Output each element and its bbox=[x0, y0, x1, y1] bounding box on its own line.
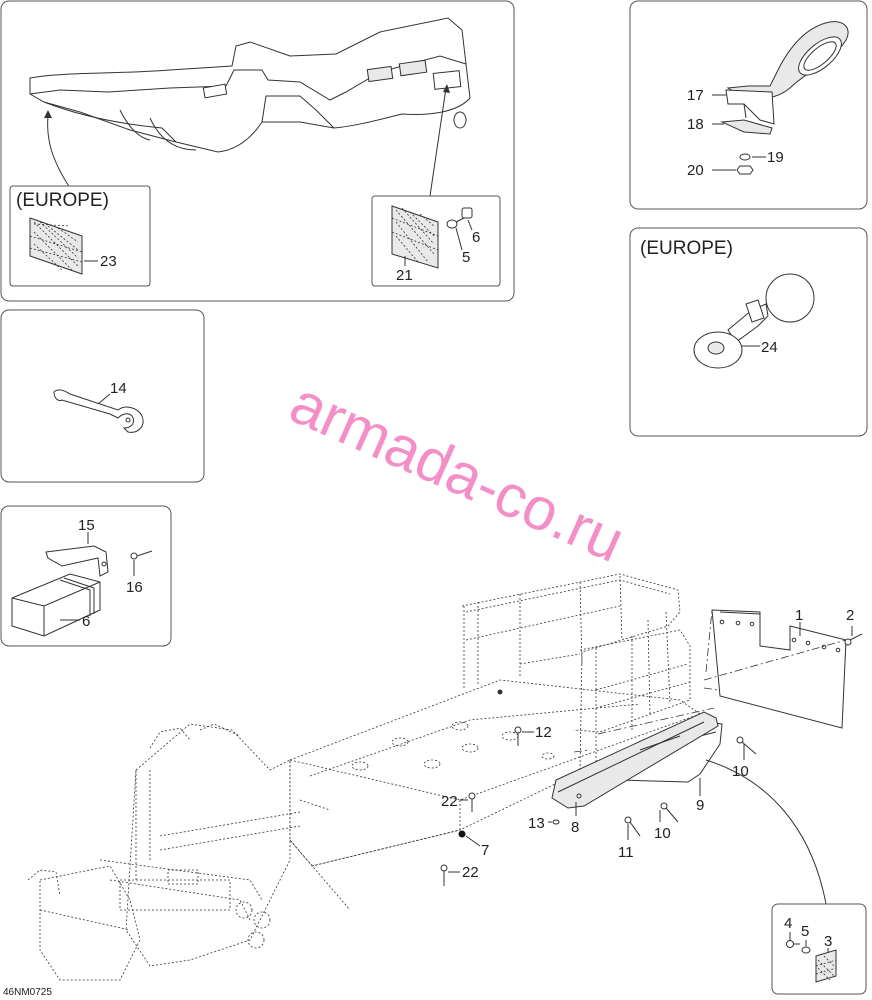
callout-6-top: 6 bbox=[472, 229, 480, 246]
washer-5-rear bbox=[801, 946, 811, 954]
diagram-code: 46NM0725 bbox=[3, 987, 52, 998]
callout-23: 23 bbox=[100, 253, 117, 270]
panel-europe-horn: (EUROPE) 24 bbox=[629, 227, 868, 437]
front-frame bbox=[27, 723, 461, 981]
callout-22-b: 22 bbox=[462, 864, 479, 881]
plug-7 bbox=[458, 830, 466, 838]
callout-14: 14 bbox=[110, 380, 127, 397]
callout-11: 11 bbox=[618, 844, 634, 861]
subpanel-side-reflector: 21 6 5 bbox=[371, 195, 501, 287]
washer-5-top bbox=[446, 219, 458, 229]
europe-label-right: (EUROPE) bbox=[640, 238, 733, 259]
rivet-16 bbox=[130, 550, 153, 560]
rivet-22-b bbox=[440, 864, 448, 886]
rear-panel-1 bbox=[711, 609, 847, 729]
reflector-3 bbox=[815, 949, 837, 983]
reflector-23 bbox=[29, 217, 83, 275]
panel-bracket-bag: 15 16 6 bbox=[0, 505, 172, 647]
europe-label: (EUROPE) bbox=[16, 190, 109, 211]
panel-trailer-reflectors: (EUROPE) 23 21 6 5 bbox=[0, 0, 515, 302]
callout-5-rear: 5 bbox=[801, 923, 809, 940]
rivet-12 bbox=[514, 726, 522, 746]
callout-2: 2 bbox=[846, 607, 854, 624]
screw-4 bbox=[786, 940, 800, 948]
callout-19: 19 bbox=[767, 149, 784, 166]
watermark: armada-co.ru bbox=[281, 369, 634, 575]
callout-24: 24 bbox=[761, 339, 778, 356]
callout-3: 3 bbox=[824, 933, 832, 950]
fender-rail-8 bbox=[551, 711, 719, 809]
rivet-10-a bbox=[736, 736, 757, 755]
callout-4: 4 bbox=[784, 915, 792, 932]
nut-20 bbox=[736, 165, 754, 175]
cargo-rack bbox=[461, 573, 691, 771]
trailer-frame-assembly bbox=[27, 573, 863, 981]
callout-15: 15 bbox=[78, 517, 95, 534]
callout-7: 7 bbox=[481, 842, 489, 859]
panel-rear-reflector: 4 5 3 bbox=[771, 903, 867, 995]
gasket-18 bbox=[720, 119, 773, 135]
panel-wrench: 14 bbox=[0, 309, 205, 483]
panel-mirror: 17 18 19 20 bbox=[629, 0, 868, 210]
callout-6-bag: 6 bbox=[82, 613, 90, 630]
trailer-nose-drawing bbox=[29, 17, 471, 153]
callout-20: 20 bbox=[687, 162, 704, 179]
callout-22-a: 22 bbox=[441, 793, 458, 810]
callout-8: 8 bbox=[571, 819, 579, 836]
callout-10-a: 10 bbox=[732, 763, 749, 780]
horn-24 bbox=[693, 273, 815, 369]
callout-12: 12 bbox=[535, 724, 552, 741]
callout-18: 18 bbox=[687, 116, 704, 133]
rivet-10-b bbox=[660, 802, 679, 823]
subpanel-europe-reflector: (EUROPE) 23 bbox=[9, 185, 151, 287]
washer-19 bbox=[739, 153, 751, 161]
callout-21: 21 bbox=[396, 267, 413, 284]
callout-13: 13 bbox=[528, 815, 545, 832]
spanner-wrench-14 bbox=[53, 389, 144, 433]
callout-10-b: 10 bbox=[654, 825, 671, 842]
main-callouts: 1 2 12 22 7 22 13 8 9 10 10 11 bbox=[441, 607, 854, 881]
reflector-21 bbox=[391, 205, 439, 269]
callout-16: 16 bbox=[126, 579, 143, 596]
callout-9: 9 bbox=[696, 797, 704, 814]
callout-1: 1 bbox=[795, 607, 803, 624]
bag-6 bbox=[11, 573, 101, 637]
washer-13 bbox=[552, 819, 560, 825]
bracket-15 bbox=[45, 545, 109, 577]
mirror-17 bbox=[725, 21, 849, 125]
rivet-22-a bbox=[468, 792, 476, 812]
rivet-11 bbox=[624, 816, 641, 837]
rivet-2 bbox=[844, 633, 863, 646]
callout-5-top: 5 bbox=[462, 249, 470, 266]
callout-17: 17 bbox=[687, 87, 704, 104]
